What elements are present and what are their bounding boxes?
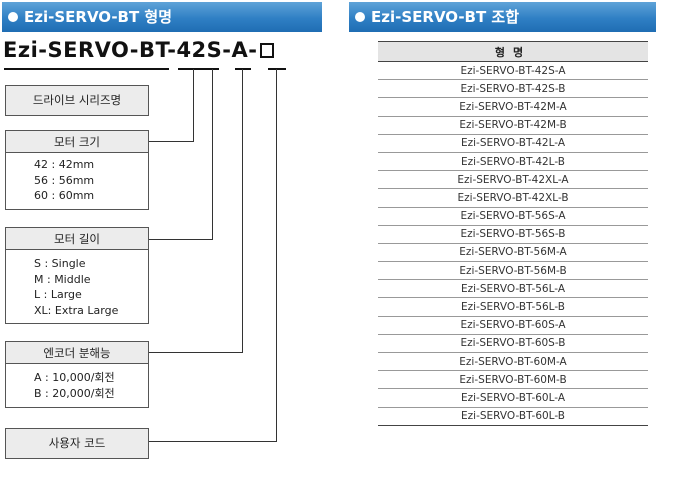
- table-row: Ezi-SERVO-BT-42M-A: [378, 97, 648, 117]
- connector-encoder-h: [149, 352, 243, 353]
- table-cell-model: Ezi-SERVO-BT-42M-A: [378, 97, 648, 117]
- model-name-header-text: Ezi-SERVO-BT 형명: [24, 8, 173, 26]
- table-row: Ezi-SERVO-BT-42L-B: [378, 152, 648, 172]
- table-cell-model: Ezi-SERVO-BT-60L-B: [378, 407, 648, 426]
- table-cell-model: Ezi-SERVO-BT-60M-B: [378, 370, 648, 390]
- underline-user-code: [268, 68, 286, 70]
- model-code-encoder: A: [231, 38, 249, 62]
- motor-length-line: S : Single: [34, 257, 86, 270]
- table-row: Ezi-SERVO-BT-56M-A: [378, 243, 648, 263]
- model-code-sep2: -: [248, 38, 258, 62]
- motor-size-box: 모터 크기 42 : 42mm 56 : 56mm 60 : 60mm: [5, 130, 149, 210]
- series-box-title: 드라이브 시리즈명: [6, 86, 148, 115]
- series-box: 드라이브 시리즈명: [5, 85, 149, 116]
- table-cell-model: Ezi-SERVO-BT-60S-B: [378, 334, 648, 354]
- table-cell-model: Ezi-SERVO-BT-42XL-A: [378, 170, 648, 190]
- table-row: Ezi-SERVO-BT-60M-B: [378, 370, 648, 390]
- connector-size-h: [149, 141, 194, 142]
- connector-encoder-v: [242, 69, 243, 353]
- table-row: Ezi-SERVO-BT-42XL-A: [378, 170, 648, 190]
- encoder-line: A : 10,000/회전: [34, 371, 115, 384]
- model-code-prefix: Ezi-SERVO-BT-: [3, 38, 177, 62]
- model-code-length: S: [206, 38, 223, 62]
- table-header-model: 형명: [378, 41, 648, 62]
- table-row: Ezi-SERVO-BT-60L-A: [378, 388, 648, 408]
- table-row: Ezi-SERVO-BT-42L-A: [378, 134, 648, 153]
- bullet-icon: [355, 12, 365, 22]
- table-cell-model: Ezi-SERVO-BT-42S-B: [378, 79, 648, 99]
- table-row: Ezi-SERVO-BT-56S-A: [378, 207, 648, 226]
- motor-size-line: 42 : 42mm: [34, 158, 95, 171]
- table-cell-model: Ezi-SERVO-BT-60S-A: [378, 316, 648, 335]
- combination-header-text: Ezi-SERVO-BT 조합: [371, 8, 520, 26]
- table-row: Ezi-SERVO-BT-42M-B: [378, 116, 648, 135]
- motor-length-title: 모터 길이: [6, 228, 148, 250]
- encoder-box: 엔코더 분해능 A : 10,000/회전 B : 20,000/회전: [5, 341, 149, 408]
- motor-size-line: 60 : 60mm: [34, 189, 95, 202]
- table-cell-model: Ezi-SERVO-BT-42L-A: [378, 134, 648, 153]
- motor-length-line: M : Middle: [34, 272, 91, 286]
- table-cell-model: Ezi-SERVO-BT-42M-B: [378, 116, 648, 135]
- connector-length-v: [212, 69, 213, 240]
- table-cell-model: Ezi-SERVO-BT-56S-A: [378, 207, 648, 226]
- table-cell-model: Ezi-SERVO-BT-42XL-B: [378, 188, 648, 208]
- table-cell-model: Ezi-SERVO-BT-60L-A: [378, 388, 648, 408]
- table-cell-model: Ezi-SERVO-BT-56L-A: [378, 279, 648, 299]
- table-cell-model: Ezi-SERVO-BT-42S-A: [378, 61, 648, 81]
- table-row: Ezi-SERVO-BT-60S-B: [378, 334, 648, 354]
- motor-length-line: XL: Extra Large: [34, 303, 119, 317]
- table-row: Ezi-SERVO-BT-42S-B: [378, 79, 648, 99]
- user-code-title: 사용자 코드: [6, 429, 148, 458]
- user-code-box-icon: [259, 43, 274, 58]
- connector-user-v: [276, 69, 277, 442]
- table-cell-model: Ezi-SERVO-BT-42L-B: [378, 152, 648, 172]
- bullet-icon: [8, 12, 18, 22]
- connector-user-h: [149, 441, 277, 442]
- table-cell-model: Ezi-SERVO-BT-56L-B: [378, 297, 648, 317]
- table-cell-model: Ezi-SERVO-BT-56S-B: [378, 225, 648, 244]
- encoder-title: 엔코더 분해능: [6, 342, 148, 364]
- model-code-size: 42: [176, 38, 207, 62]
- model-code: Ezi-SERVO-BT-42S-A-: [3, 38, 274, 62]
- encoder-line: B : 20,000/회전: [34, 386, 115, 400]
- table-row: Ezi-SERVO-BT-42XL-B: [378, 188, 648, 208]
- underline-series: [4, 68, 169, 70]
- table-cell-model: Ezi-SERVO-BT-56M-A: [378, 243, 648, 263]
- table-row: Ezi-SERVO-BT-56L-B: [378, 297, 648, 317]
- table-row: Ezi-SERVO-BT-60L-B: [378, 407, 648, 426]
- table-row: Ezi-SERVO-BT-56M-B: [378, 261, 648, 281]
- motor-length-line: L : Large: [34, 288, 82, 301]
- user-code-box: 사용자 코드: [5, 428, 149, 459]
- motor-size-line: 56 : 56mm: [34, 173, 95, 187]
- underline-size: [178, 68, 205, 70]
- table-row: Ezi-SERVO-BT-60M-A: [378, 352, 648, 372]
- table-row: Ezi-SERVO-BT-42S-A: [378, 61, 648, 81]
- connector-length-h: [149, 239, 213, 240]
- table-row: Ezi-SERVO-BT-56L-A: [378, 279, 648, 299]
- underline-encoder: [235, 68, 251, 70]
- model-name-header: Ezi-SERVO-BT 형명: [2, 2, 322, 32]
- motor-length-box: 모터 길이 S : Single M : Middle L : Large XL…: [5, 227, 149, 324]
- model-code-sep1: -: [222, 38, 232, 62]
- combination-header: Ezi-SERVO-BT 조합: [349, 2, 656, 32]
- table-row: Ezi-SERVO-BT-56S-B: [378, 225, 648, 244]
- table-cell-model: Ezi-SERVO-BT-56M-B: [378, 261, 648, 281]
- motor-size-title: 모터 크기: [6, 131, 148, 153]
- table-cell-model: Ezi-SERVO-BT-60M-A: [378, 352, 648, 372]
- connector-size-v: [193, 69, 194, 142]
- table-row: Ezi-SERVO-BT-60S-A: [378, 316, 648, 335]
